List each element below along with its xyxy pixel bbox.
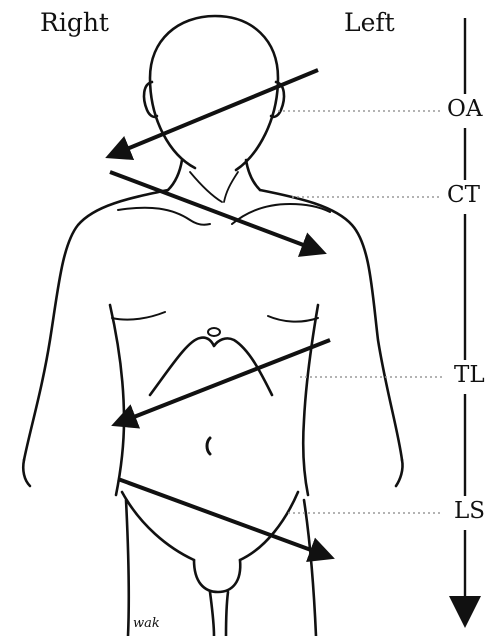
left-side-label: Left xyxy=(344,8,395,37)
left-arm xyxy=(396,460,403,486)
inner-right-leg xyxy=(210,592,214,636)
artist-signature: wak xyxy=(133,616,160,631)
ct-rotation-arrow xyxy=(110,172,322,252)
right-arm xyxy=(23,460,30,486)
rotation-arrows xyxy=(110,70,330,557)
left-leg xyxy=(304,500,316,636)
left-shoulder xyxy=(260,190,402,460)
neck-muscle-left xyxy=(224,172,238,202)
sternum-notch xyxy=(208,328,220,336)
groin xyxy=(194,560,240,592)
neck-left xyxy=(246,160,260,190)
down-arrow-icon xyxy=(449,596,481,628)
region-label-tl: TL xyxy=(453,362,486,388)
torso-left-side xyxy=(303,305,318,495)
inner-left-leg xyxy=(226,592,228,636)
neck-right xyxy=(168,160,182,190)
right-collarbone xyxy=(118,208,210,225)
tl-rotation-arrow xyxy=(116,340,330,424)
region-label-ct: CT xyxy=(446,182,481,208)
right-side-label: Right xyxy=(40,8,109,37)
region-label-oa: OA xyxy=(446,96,483,122)
ls-rotation-arrow xyxy=(118,479,330,557)
left-pectoral xyxy=(268,316,318,322)
right-pectoral xyxy=(112,312,165,320)
right-shoulder xyxy=(24,190,168,460)
navel xyxy=(207,438,210,454)
region-label-ls: LS xyxy=(453,498,486,524)
torso-right-side xyxy=(110,305,124,495)
right-leg xyxy=(126,500,129,636)
oa-rotation-arrow xyxy=(110,70,318,156)
body-outline xyxy=(23,16,402,636)
left-collarbone xyxy=(232,204,330,224)
neck-muscle-right xyxy=(190,172,222,202)
